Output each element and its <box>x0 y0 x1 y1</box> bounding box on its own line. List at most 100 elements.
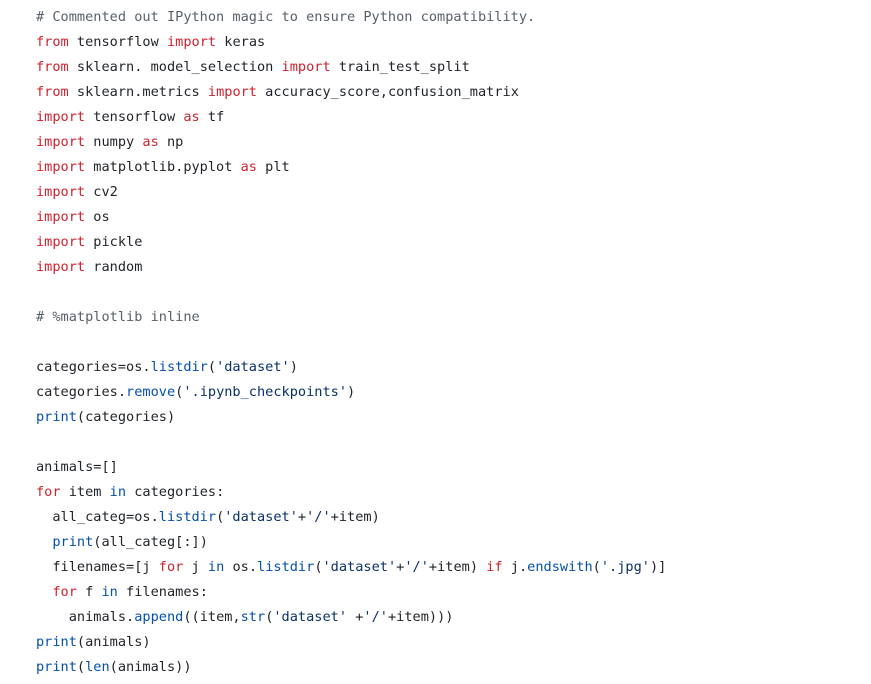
code-line: ​ <box>36 430 666 455</box>
code-line: import numpy as np <box>36 130 666 155</box>
code-keyword: as <box>240 159 257 175</box>
code-keyword: import <box>36 109 86 125</box>
code-line: from tensorflow import keras <box>36 30 666 55</box>
code-text: plt <box>256 159 290 175</box>
code-line: print(categories) <box>36 405 666 430</box>
code-text: categories: <box>126 484 225 500</box>
code-text: ( <box>314 559 323 575</box>
code-string: 'dataset' <box>216 359 290 375</box>
code-text: ) <box>347 384 356 400</box>
code-line: import os <box>36 205 666 230</box>
code-text: j. <box>502 559 528 575</box>
code-function: str <box>240 609 266 625</box>
code-text: ( <box>76 659 86 675</box>
code-text: ((item, <box>183 609 241 625</box>
code-text: numpy <box>85 134 143 150</box>
code-keyword: import <box>36 134 86 150</box>
code-line: import random <box>36 255 666 280</box>
code-block: # Commented out IPython magic to ensure … <box>36 5 666 680</box>
code-function: listdir <box>158 509 217 525</box>
code-text: + <box>396 559 405 575</box>
code-text: +item))) <box>387 609 454 625</box>
code-function: print <box>36 634 77 650</box>
code-text: (animals) <box>76 634 151 650</box>
code-text: f <box>76 584 102 600</box>
code-keyword: import <box>281 59 331 75</box>
code-function: listdir <box>257 559 315 575</box>
code-function: in <box>109 484 127 500</box>
code-line: import cv2 <box>36 180 666 205</box>
code-text: keras <box>216 34 266 50</box>
code-text: pickle <box>85 234 143 250</box>
code-line: # %matplotlib inline <box>36 305 666 330</box>
code-line: animals=[] <box>36 455 666 480</box>
code-keyword: for <box>36 484 61 500</box>
code-line: print(all_categ[:]) <box>36 530 666 555</box>
code-function: append <box>134 609 184 625</box>
code-line: categories.remove('.ipynb_checkpoints') <box>36 380 666 405</box>
code-text: tensorflow <box>85 109 184 125</box>
code-string: '/' <box>363 609 388 625</box>
code-text: +item) <box>330 509 380 525</box>
code-line: for item in categories: <box>36 480 666 505</box>
code-keyword: import <box>166 34 217 50</box>
code-text: ( <box>265 609 274 625</box>
code-text: )] <box>649 559 667 575</box>
code-text: ( <box>216 509 225 525</box>
code-text: ( <box>175 384 184 400</box>
code-line: for f in filenames: <box>36 580 666 605</box>
code-function: len <box>85 659 110 675</box>
code-string: '/' <box>404 559 429 575</box>
code-text: ) <box>289 359 298 375</box>
code-line: ​ <box>36 280 666 305</box>
code-keyword: import <box>36 184 86 200</box>
code-text: animals. <box>36 609 135 625</box>
code-line: # Commented out IPython magic to ensure … <box>36 5 666 30</box>
code-text: filenames: <box>117 584 208 600</box>
code-text: all_categ=os. <box>36 509 159 525</box>
code-text: ( <box>592 559 601 575</box>
code-function: remove <box>126 384 176 400</box>
code-line: ​ <box>36 330 666 355</box>
code-keyword: import <box>36 259 86 275</box>
code-text: matplotlib.pyplot <box>85 159 241 175</box>
code-keyword: as <box>183 109 200 125</box>
code-string: 'dataset' <box>224 509 298 525</box>
code-text: train_test_split <box>330 59 470 75</box>
code-keyword: import <box>36 209 86 225</box>
code-keyword: import <box>207 84 257 100</box>
code-text: tf <box>199 109 225 125</box>
code-line: from sklearn. model_selection import tra… <box>36 55 666 80</box>
code-text: item <box>60 484 110 500</box>
code-text: np <box>158 134 184 150</box>
code-line: import matplotlib.pyplot as plt <box>36 155 666 180</box>
code-keyword: from <box>36 59 69 75</box>
code-text: tensorflow <box>68 34 167 50</box>
code-string: 'dataset' <box>322 559 397 575</box>
code-function: in <box>101 584 118 600</box>
code-text: (animals)) <box>109 659 192 675</box>
code-comment: # Commented out IPython magic to ensure … <box>36 9 536 25</box>
code-line: print(len(animals)) <box>36 655 666 680</box>
code-text: animals=[] <box>36 459 118 475</box>
code-text: ( <box>207 359 217 375</box>
code-line: filenames=[j for j in os.listdir('datase… <box>36 555 666 580</box>
code-text: (all_categ[:]) <box>93 534 208 550</box>
code-keyword: import <box>36 159 86 175</box>
code-string: '/' <box>306 509 331 525</box>
code-keyword: from <box>36 34 69 50</box>
code-line: animals.append((item,str('dataset' +'/'+… <box>36 605 666 630</box>
code-text: + <box>297 509 307 525</box>
code-text: (categories) <box>76 409 176 425</box>
code-function: listdir <box>150 359 208 375</box>
code-text: +item) <box>428 559 487 575</box>
code-text: + <box>347 609 364 625</box>
code-keyword: for <box>158 559 184 575</box>
code-comment: # %matplotlib inline <box>36 309 200 325</box>
code-line: import pickle <box>36 230 666 255</box>
code-keyword: if <box>486 559 503 575</box>
code-line: all_categ=os.listdir('dataset'+'/'+item) <box>36 505 666 530</box>
code-string: '.ipynb_checkpoints' <box>183 384 348 400</box>
code-text: filenames=[j <box>36 559 159 575</box>
code-text: accuracy_score,confusion_matrix <box>257 84 519 100</box>
